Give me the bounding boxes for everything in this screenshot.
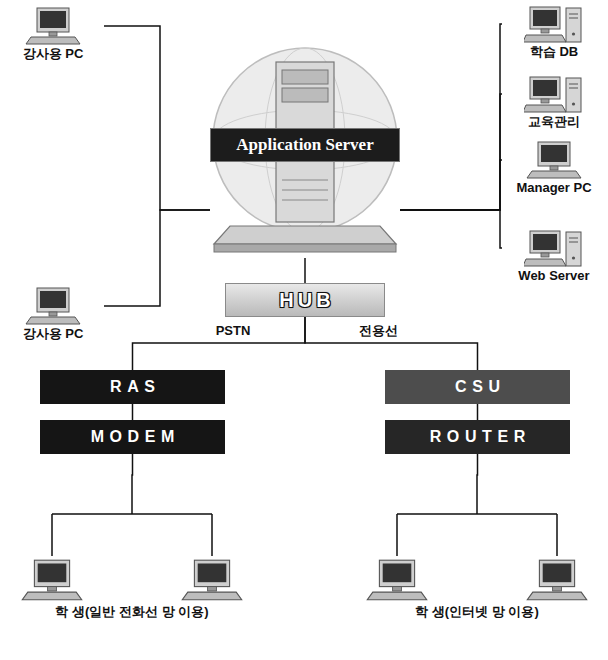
node-label: Manager PC (502, 180, 606, 196)
node-label: Web Server (502, 268, 606, 284)
connector (104, 210, 210, 306)
connector (104, 26, 210, 210)
pc-node: Manager PC (502, 140, 606, 196)
pc-node: 교육관리 (502, 74, 606, 130)
server-node: Application Server (210, 40, 400, 258)
connector (400, 94, 502, 210)
device-box: CSU (385, 370, 570, 404)
device-box: MODEM (40, 420, 225, 454)
pc-icon (23, 6, 83, 46)
connector (477, 404, 479, 420)
node-label: 학 생(일반 전화선 망 이용) (6, 604, 258, 620)
node-label: RAS (104, 378, 160, 396)
node-label: Application Server (236, 135, 373, 155)
db-node: 학습 DB (502, 4, 606, 60)
pc-node: 강사용 PC (2, 6, 104, 62)
pc-icon (23, 286, 83, 326)
pc-icon (524, 140, 584, 180)
computer-icon (524, 228, 584, 268)
node-label: 강사용 PC (2, 46, 104, 62)
node-label: 학 생(인터넷 망 이용) (351, 604, 603, 620)
student-pcs (357, 492, 597, 604)
connector (400, 160, 502, 210)
student-pcs (12, 492, 252, 604)
node-label: MODEM (85, 428, 180, 446)
connector (133, 317, 306, 370)
connector (131, 454, 133, 492)
connector (305, 317, 478, 370)
node-label: 교육관리 (502, 114, 606, 130)
computer-icon (524, 74, 584, 114)
device-box: RAS (40, 370, 225, 404)
pc-node: 강사용 PC (2, 286, 104, 342)
connector (304, 258, 306, 283)
node-label: HUB (275, 289, 334, 312)
server-label-bar: Application Server (210, 128, 400, 162)
connector (476, 454, 478, 492)
connector (132, 404, 134, 420)
device-box: ROUTER (385, 420, 570, 454)
connector (400, 210, 502, 248)
node-label: 학습 DB (502, 44, 606, 60)
student-group: 학 생(인터넷 망 이용) (351, 492, 603, 620)
node-label: 강사용 PC (2, 326, 104, 342)
hub-box: HUB (225, 283, 385, 317)
computer-icon (524, 4, 584, 44)
edge-label: 전용선 (356, 323, 401, 339)
server-node: Web Server (502, 228, 606, 284)
node-label: CSU (449, 378, 505, 396)
student-group: 학 생(일반 전화선 망 이용) (6, 492, 258, 620)
connector (400, 24, 502, 210)
node-label: ROUTER (424, 428, 531, 446)
edge-label: PSTN (213, 323, 254, 339)
